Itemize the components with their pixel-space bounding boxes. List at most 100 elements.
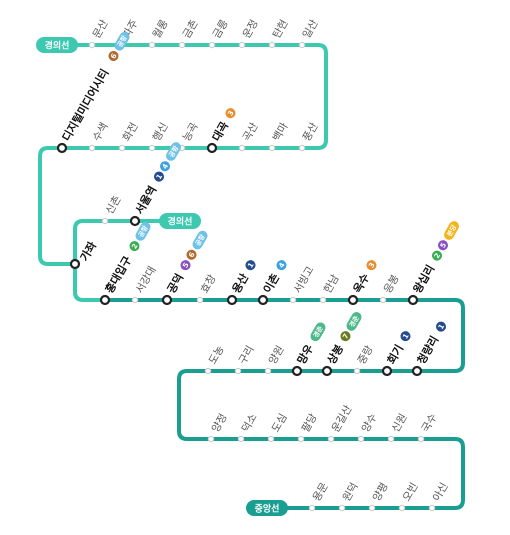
svg-text:중앙선: 중앙선 bbox=[255, 503, 280, 515]
station-ungilsan[interactable]: 운길산 bbox=[327, 403, 355, 443]
station-marker bbox=[357, 435, 365, 443]
station-label: 금릉 bbox=[211, 17, 231, 40]
station-marker bbox=[353, 367, 361, 375]
svg-text:1: 1 bbox=[401, 332, 410, 340]
station-marker bbox=[289, 296, 297, 304]
station-marker bbox=[319, 296, 327, 304]
station-label: 국수 bbox=[420, 411, 440, 434]
gyeongui-branch-track bbox=[73, 219, 180, 264]
svg-text:3: 3 bbox=[226, 109, 235, 117]
jungang-line-track bbox=[105, 298, 465, 510]
station-seobinggo[interactable]: 서빙고 bbox=[289, 264, 317, 304]
station-marker bbox=[238, 144, 246, 152]
station-marker bbox=[291, 365, 303, 377]
station-marker bbox=[196, 296, 204, 304]
station-label: 청량리 bbox=[414, 333, 441, 366]
station-label: 가좌 bbox=[77, 239, 99, 264]
transfer-tag-airport: 공항 bbox=[166, 142, 181, 161]
station-marker bbox=[407, 294, 419, 306]
station-marker bbox=[321, 365, 333, 377]
station-marker bbox=[381, 365, 393, 377]
station-marker bbox=[308, 504, 316, 512]
station-label: 중랑 bbox=[356, 343, 376, 366]
station-label: 상봉 bbox=[324, 342, 346, 367]
station-label: 일산 bbox=[300, 17, 321, 41]
station-label: 홍대입구 bbox=[102, 253, 134, 295]
transfer-badge-line-5: 5 bbox=[180, 260, 191, 271]
svg-text:5: 5 bbox=[439, 241, 448, 249]
svg-text:1: 1 bbox=[155, 173, 164, 181]
station-marker bbox=[131, 296, 139, 304]
transfer-badge-line-6: 6 bbox=[108, 50, 119, 61]
station-marker bbox=[88, 41, 96, 49]
station-marker bbox=[207, 435, 215, 443]
station-label: 신원 bbox=[390, 412, 410, 435]
station-marker bbox=[204, 367, 212, 375]
station-marker bbox=[398, 504, 406, 512]
station-daegok[interactable]: 대곡3 bbox=[206, 105, 239, 154]
station-label: 한남 bbox=[322, 272, 342, 295]
station-marker bbox=[208, 41, 216, 49]
station-label: 행신 bbox=[151, 121, 171, 144]
gyeongui-line-label-top: 경의선 bbox=[36, 37, 78, 53]
station-label: 아신 bbox=[431, 481, 451, 504]
gyeongui-line-track bbox=[38, 43, 328, 266]
station-label: 공덕 bbox=[164, 271, 186, 296]
transfer-tag-gyeongchun: 경춘 bbox=[310, 322, 326, 342]
transfer-badge-line-4: 4 bbox=[276, 260, 287, 271]
station-label: 팔당 bbox=[300, 411, 320, 434]
station-label: 서빙고 bbox=[292, 264, 317, 295]
svg-text:5: 5 bbox=[181, 261, 190, 269]
station-marker bbox=[411, 365, 423, 377]
station-marker bbox=[237, 435, 245, 443]
transfer-badge-line-2: 2 bbox=[129, 241, 140, 252]
station-label: 용문 bbox=[311, 480, 331, 503]
transfer-badge-line-3: 3 bbox=[225, 108, 236, 119]
station-marker bbox=[69, 258, 81, 270]
station-label: 문산 bbox=[91, 17, 111, 40]
transfer-badge-line-6: 6 bbox=[186, 249, 197, 260]
station-marker bbox=[101, 217, 109, 225]
station-marker bbox=[129, 215, 141, 227]
station-yongsan[interactable]: 용산1 bbox=[226, 257, 259, 306]
station-marker bbox=[267, 435, 275, 443]
station-marker bbox=[257, 294, 269, 306]
station-label: 구리 bbox=[237, 344, 257, 367]
station-marker bbox=[298, 144, 306, 152]
station-hoegi[interactable]: 회기1 bbox=[381, 328, 414, 377]
station-oksu[interactable]: 옥수3 bbox=[347, 258, 380, 306]
station-label: 양원 bbox=[267, 344, 287, 367]
station-seogang[interactable]: 서강대 bbox=[131, 264, 159, 304]
station-label: 양정 bbox=[210, 412, 230, 435]
station-marker bbox=[118, 144, 126, 152]
transfer-badge-line-1: 1 bbox=[436, 321, 446, 332]
station-label: 망우 bbox=[294, 342, 316, 367]
station-marker bbox=[379, 296, 387, 304]
station-marker bbox=[178, 41, 186, 49]
station-marker bbox=[428, 504, 436, 512]
station-marker bbox=[268, 144, 276, 152]
jungang-line-label-end: 중앙선 bbox=[246, 500, 288, 516]
transfer-tag-bundang: 분당 bbox=[444, 221, 459, 240]
transfer-tag-airport: 공항 bbox=[192, 230, 208, 250]
station-marker bbox=[238, 41, 246, 49]
station-label: 금촌 bbox=[181, 17, 201, 40]
station-label: 곡산 bbox=[241, 120, 261, 143]
station-label: 운길산 bbox=[329, 403, 355, 435]
station-marker bbox=[264, 367, 272, 375]
svg-text:4: 4 bbox=[277, 261, 286, 269]
station-label: 운정 bbox=[241, 18, 261, 41]
transfer-badge-line-4: 4 bbox=[160, 161, 170, 172]
station-label: 도심 bbox=[270, 412, 290, 435]
station-label: 신촌 bbox=[104, 193, 124, 216]
transfer-badge-line-2: 2 bbox=[432, 250, 442, 261]
station-ichon[interactable]: 이촌4 bbox=[257, 257, 290, 306]
station-label: 탄현 bbox=[271, 18, 291, 41]
station-label: 수색 bbox=[91, 121, 111, 144]
